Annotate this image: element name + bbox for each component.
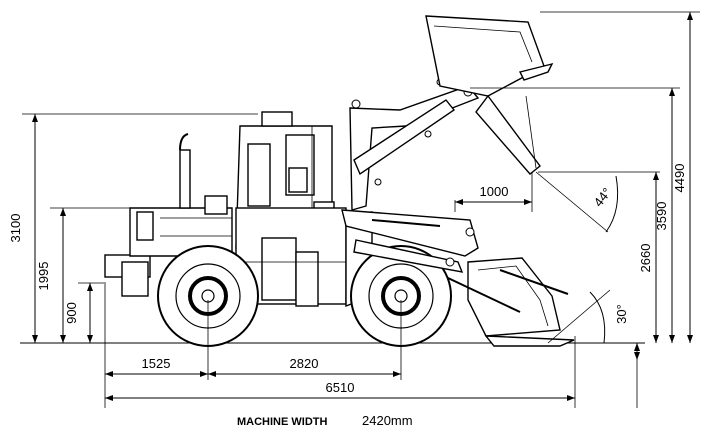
dim-dump-clearance: 2660 <box>638 244 653 273</box>
dim-cab-height: 3100 <box>8 214 23 243</box>
dim-wheelbase: 2820 <box>290 356 319 371</box>
dim-max-height: 4490 <box>672 164 687 193</box>
dim-front-overhang: 1525 <box>142 356 171 371</box>
rear-wheel <box>157 245 259 347</box>
lowered-boom-and-bucket <box>341 209 575 347</box>
front-wheel <box>350 245 452 347</box>
dim-rollback-angle: 30° <box>614 304 629 324</box>
dim-reach: 1000 <box>480 184 509 199</box>
dim-hood-height: 1995 <box>36 262 51 291</box>
dimension-arrows <box>32 12 693 401</box>
machine-width-value: 2420mm <box>362 413 413 428</box>
dim-overall-length: 6510 <box>326 380 355 395</box>
loader-body <box>104 111 373 308</box>
machine-width-label: MACHINE WIDTH <box>237 416 327 428</box>
dim-hinge-pin-height: 3590 <box>654 202 669 231</box>
dimension-lines <box>22 11 700 408</box>
dim-dump-angle: 44° <box>590 185 614 210</box>
raised-boom-and-bucket <box>349 15 554 211</box>
dim-hinge-low: 900 <box>64 302 79 324</box>
